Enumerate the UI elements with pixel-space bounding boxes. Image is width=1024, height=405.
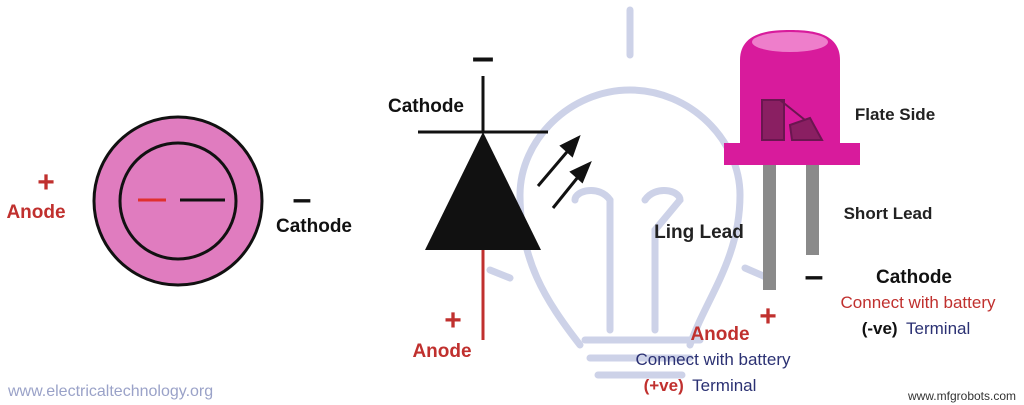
flat-side-label: Flate Side — [855, 105, 935, 124]
led-component — [724, 30, 860, 290]
led-anode-plus: + — [759, 300, 777, 333]
led-cathode-connect-prefix: (-ve) — [862, 319, 898, 338]
led-anode-connect-suffix: Terminal — [692, 376, 756, 395]
short-lead-label: Short Lead — [844, 204, 933, 223]
led-short-lead — [806, 160, 819, 255]
symbol-anode-label: Anode — [6, 202, 65, 223]
led-base-rim — [724, 143, 860, 165]
led-cathode-minus: – — [805, 257, 824, 295]
led-internal-structure — [761, 99, 824, 141]
symbol-cathode-label: Cathode — [276, 216, 352, 237]
diode-anode-label: Anode — [412, 341, 471, 362]
led-anode-connect-line2: (+ve) Terminal — [644, 376, 757, 395]
diode-plus-sign: + — [444, 304, 462, 337]
led-cathode-connect-line1: Connect with battery — [841, 293, 996, 312]
diode-cathode-label: Cathode — [388, 96, 464, 117]
led-top-view — [92, 115, 264, 287]
led-cathode-label: Cathode — [876, 267, 952, 288]
led-inner-ring — [118, 141, 238, 261]
led-dome-highlight — [752, 32, 828, 52]
led-cathode-connect-line2: (-ve) Terminal — [862, 319, 971, 338]
bulb-watermark-icon — [486, 6, 772, 379]
led-anode-connect-prefix: (+ve) — [644, 376, 684, 395]
diode-triangle — [425, 132, 541, 250]
diode-minus-sign: – — [472, 35, 494, 79]
light-emission-arrows-icon — [536, 134, 592, 209]
led-anode-label: Anode — [690, 324, 749, 345]
led-anode-connect-line1: Connect with battery — [636, 350, 791, 369]
led-long-lead — [763, 160, 776, 290]
symbol-minus-sign: – — [293, 180, 312, 218]
diode-symbol — [418, 76, 548, 340]
long-lead-label: Ling Lead — [654, 222, 744, 243]
watermark-left: www.electricaltechnology.org — [7, 383, 213, 400]
led-cathode-connect-suffix: Terminal — [906, 319, 970, 338]
watermark-right: www.mfgrobots.com — [907, 389, 1016, 403]
symbol-plus-sign: + — [37, 166, 55, 199]
